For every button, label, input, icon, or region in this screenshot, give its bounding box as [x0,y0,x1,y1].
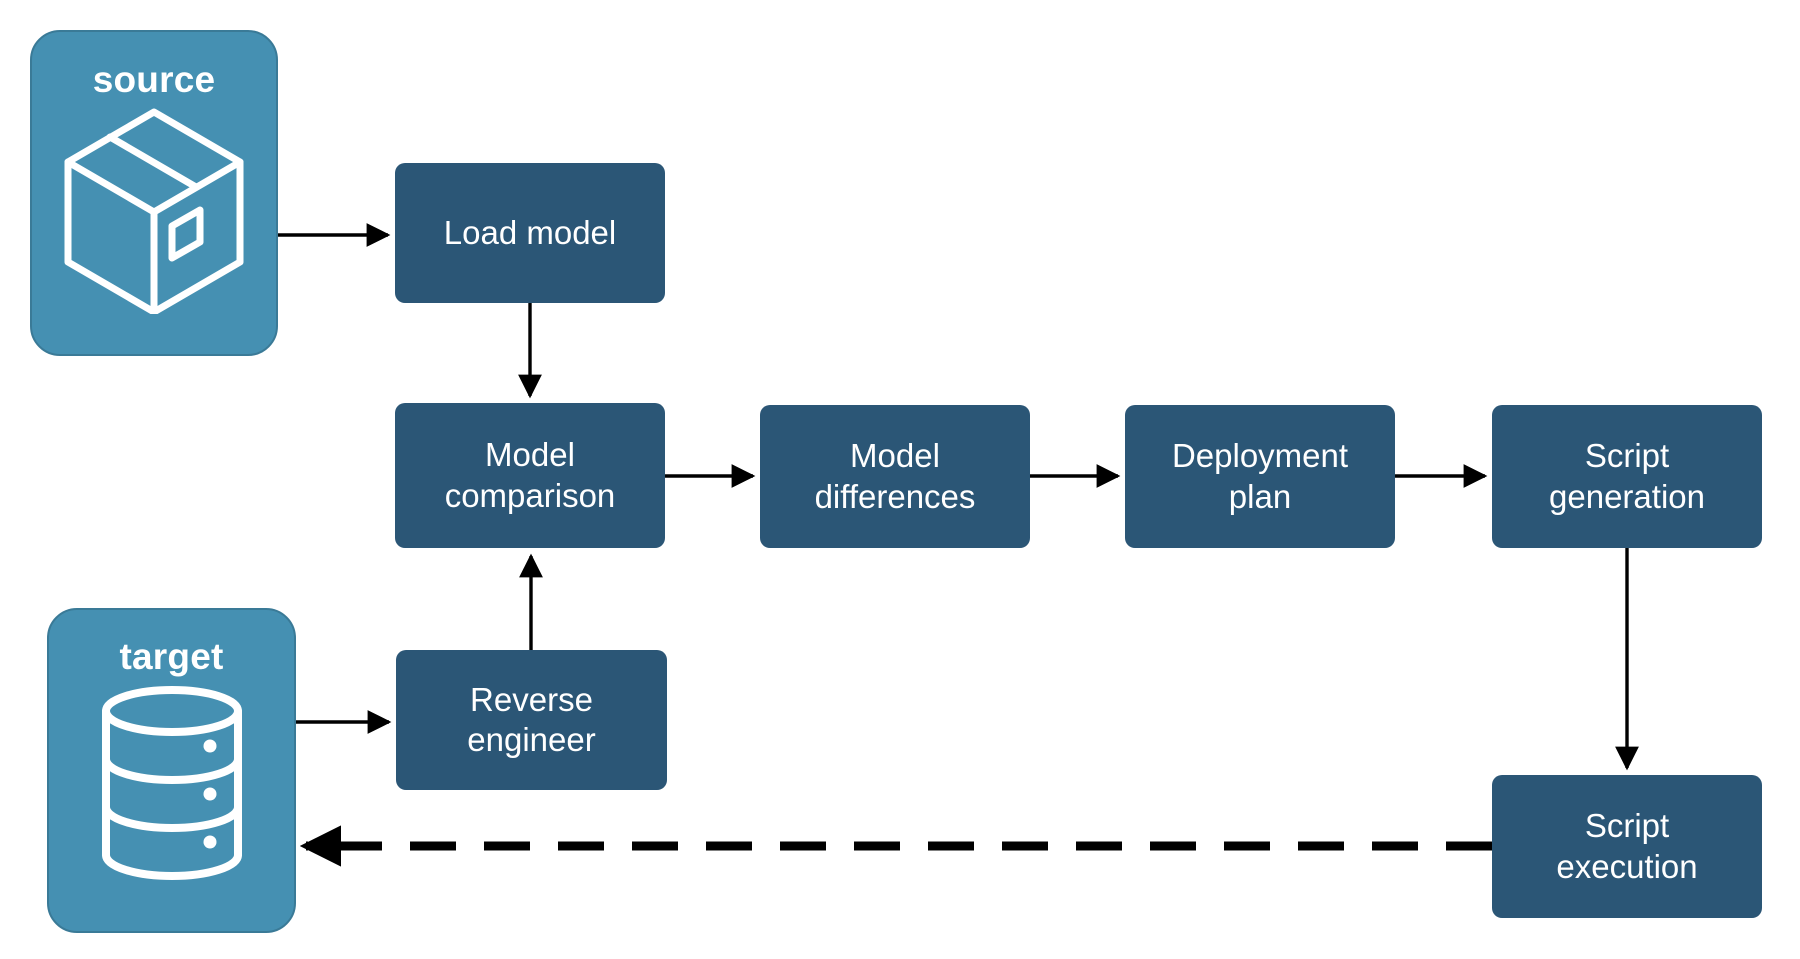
endpoint-label-target: target [119,636,224,677]
process-box-reverse-engineer[interactable]: Reverse engineer [396,650,667,790]
process-box-model-differences[interactable]: Model differences [760,405,1030,548]
package-box-icon [64,108,244,314]
process-box-load-model[interactable]: Load model [395,163,665,303]
endpoint-card-target[interactable]: target [47,608,296,933]
endpoint-card-source[interactable]: source [30,30,278,356]
database-cylinder-icon [101,686,242,880]
process-box-model-comparison[interactable]: Model comparison [395,403,665,548]
process-box-deployment-plan[interactable]: Deployment plan [1125,405,1395,548]
endpoint-label-source: source [92,59,216,100]
process-box-script-generation[interactable]: Script generation [1492,405,1762,548]
process-box-script-execution[interactable]: Script execution [1492,775,1762,918]
